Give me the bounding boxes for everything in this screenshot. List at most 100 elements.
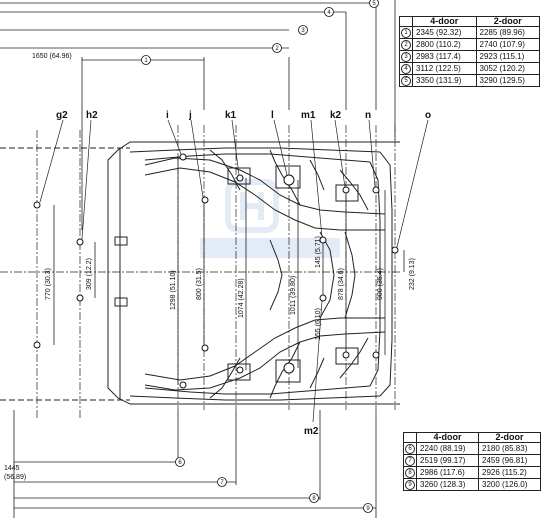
table-cell: 2345 (92.32) (412, 26, 477, 39)
dim-155: 155 (6.10) (315, 308, 322, 340)
table-header-cell: 2-door (475, 16, 540, 27)
row-number: 6 (405, 444, 415, 454)
row-number: 5 (401, 76, 411, 86)
label-n: n (365, 110, 371, 121)
dim-1298: 1298 (51.10) (170, 270, 177, 310)
callout-2: 2 (275, 46, 279, 52)
leader-lines (39, 119, 429, 423)
point-l-lower (283, 362, 295, 374)
top-dimension-table: 4-door 2-door 1 2345 (92.32) 2285 (89.96… (399, 16, 540, 87)
point-i (179, 153, 187, 161)
table-row: 2 2800 (110.2) 2740 (107.9) (399, 38, 540, 51)
dim-232: 232 (9.13) (409, 258, 416, 290)
callout-6: 6 (178, 460, 182, 466)
dim-800: 800 (31.5) (196, 268, 203, 300)
point-m2 (319, 294, 327, 302)
callout-9: 9 (366, 506, 370, 512)
point-n (372, 186, 380, 194)
measurement-points (33, 153, 399, 389)
bottom-dimension-table: 4-door 2-door 6 2240 (88.19) 2180 (85.83… (403, 432, 541, 491)
point-h2 (76, 238, 84, 246)
point-k2-lower (342, 351, 350, 359)
point-o (391, 246, 399, 254)
dim-878: 878 (34.6) (338, 268, 345, 300)
point-n-lower (372, 351, 380, 359)
table-header-cell: 4-door (412, 16, 477, 27)
table-header: 4-door 2-door (399, 16, 540, 27)
table-row: 7 2519 (99.17) 2459 (96.81) (403, 454, 541, 467)
table-cell: 2926 (115.2) (478, 466, 541, 479)
point-k1-lower (236, 366, 244, 374)
dimension-texts: 1650 (64.96) 1445 (56.89) 770 (30.3) 309… (4, 53, 416, 481)
callout-markers (141, 0, 379, 513)
dim-1650: 1650 (64.96) (32, 53, 72, 60)
top-dimension-lines (0, 0, 396, 230)
dim-1074: 1074 (42.28) (238, 278, 245, 318)
table-header-cell: 2-door (478, 432, 541, 443)
dim-1445-inch: (56.89) (4, 474, 26, 481)
row-number: 4 (401, 64, 411, 74)
point-g2-lower (33, 341, 41, 349)
table-row: 8 2986 (117.6) 2926 (115.2) (403, 466, 541, 479)
point-i-lower (179, 381, 187, 389)
label-m2: m2 (304, 426, 319, 437)
callout-numbers: 1 2 3 4 5 6 7 8 9 (144, 1, 376, 512)
dim-770: 770 (30.3) (45, 268, 52, 300)
table-header-cell (403, 432, 417, 443)
callout-1: 1 (144, 58, 148, 64)
point-labels: g2 h2 i j k1 l m1 k2 n o m2 (56, 110, 431, 437)
point-h2-lower (76, 294, 84, 302)
bottom-dimension-lines (13, 410, 377, 518)
table-cell: 2285 (89.96) (475, 26, 540, 39)
table-cell: 2800 (110.2) (412, 38, 477, 51)
callout-8: 8 (312, 496, 316, 502)
table-row: 5 3350 (131.9) 3290 (129.5) (399, 74, 540, 87)
table-cell: 2519 (99.17) (416, 454, 479, 467)
point-j-lower (201, 344, 209, 352)
table-row: 6 2240 (88.19) 2180 (85.83) (403, 442, 541, 455)
table-cell: 2923 (115.1) (475, 50, 540, 63)
callout-5: 5 (372, 1, 376, 7)
callout-4: 4 (327, 10, 331, 16)
table-header-cell: 4-door (416, 432, 479, 443)
callout-7: 7 (220, 480, 224, 486)
label-k1: k1 (225, 110, 237, 121)
point-j (201, 196, 209, 204)
row-number: 1 (401, 28, 411, 38)
label-g2: g2 (56, 110, 68, 121)
table-header-cell (399, 16, 413, 27)
table-cell: 2983 (117.4) (412, 50, 477, 63)
dim-900: 900 (35.4) (377, 268, 384, 300)
callout-3: 3 (301, 28, 305, 34)
table-cell: 3350 (131.9) (412, 74, 477, 87)
row-number: 8 (405, 468, 415, 478)
dim-309: 309 (12.2) (86, 258, 93, 290)
label-k2: k2 (330, 110, 342, 121)
point-k1 (236, 174, 244, 182)
point-g2 (33, 201, 41, 209)
watermark-logo (200, 179, 340, 258)
table-cell: 3112 (122.5) (412, 62, 477, 75)
table-cell: 2459 (96.81) (478, 454, 541, 467)
row-number: 9 (405, 480, 415, 490)
point-k2 (342, 186, 350, 194)
table-cell: 3290 (129.5) (475, 74, 540, 87)
table-cell: 3052 (120.2) (475, 62, 540, 75)
table-row: 3 2983 (117.4) 2923 (115.1) (399, 50, 540, 63)
label-o: o (425, 110, 431, 121)
label-h2: h2 (86, 110, 98, 121)
label-j: j (188, 110, 192, 121)
table-cell: 3200 (126.0) (478, 478, 541, 491)
label-m1: m1 (301, 110, 316, 121)
table-row: 9 3260 (128.3) 3200 (126.0) (403, 478, 541, 491)
table-cell: 2986 (117.6) (416, 466, 479, 479)
table-row: 4 3112 (122.5) 3052 (120.2) (399, 62, 540, 75)
dim-145: 145 (5.71) (315, 236, 322, 268)
point-l (283, 174, 295, 186)
label-l: l (271, 110, 274, 121)
dim-1445: 1445 (4, 465, 20, 472)
dim-1011: 1011 (39.80) (290, 276, 297, 315)
table-cell: 2180 (85.83) (478, 442, 541, 455)
row-number: 7 (405, 456, 415, 466)
